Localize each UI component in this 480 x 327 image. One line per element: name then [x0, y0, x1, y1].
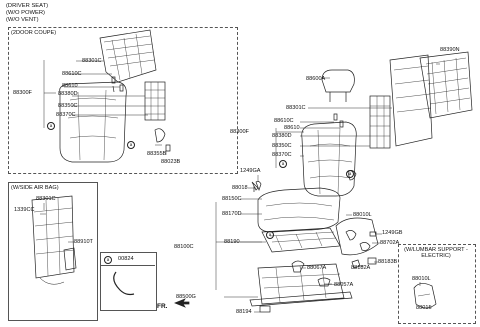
- label-88023b: 88023B: [161, 159, 181, 165]
- label-88370c-main: 88370C: [272, 152, 292, 158]
- cushion-marker-a: a: [266, 231, 274, 239]
- label-88300f-coupe: 88300F: [13, 90, 32, 96]
- label-88010l-lumbar: 88010L: [412, 276, 431, 282]
- label-88010l: 88010L: [353, 212, 372, 218]
- label-88610-coupe: 88610: [62, 83, 78, 89]
- label-88380d-coupe: 88380D: [58, 91, 78, 97]
- part-88702a: [359, 242, 371, 251]
- bolt-1249gb: [369, 231, 377, 237]
- coupe-lumbar-grid: [144, 81, 166, 121]
- label-88355b: 88355B: [147, 151, 167, 157]
- front-arrow: [174, 298, 190, 308]
- part-88183b: [367, 257, 377, 265]
- main-seatback-frame: [389, 54, 433, 147]
- label-88390n: 88390N: [440, 47, 460, 53]
- coupe-panel: [8, 27, 238, 174]
- side-shield: [335, 217, 379, 256]
- label-88610c-coupe: 88610C: [62, 71, 82, 77]
- label-88600a: 88600A: [306, 76, 326, 82]
- bolt-88610-a: [119, 84, 124, 92]
- bolt-1249ga: [251, 181, 259, 191]
- label-88301c-airbag: 88301C: [36, 196, 56, 202]
- label-88910t: 88910T: [74, 239, 93, 245]
- part-88067a: [291, 260, 305, 273]
- label-1339cc: 1339CC: [14, 207, 35, 213]
- legend-part-code: 00824: [118, 256, 134, 262]
- coupe-seatback-frame: [99, 29, 157, 83]
- label-1249ga: 1249GA: [240, 168, 261, 174]
- main-lumbar-grid: [369, 95, 391, 149]
- label-88190: 88190: [224, 239, 240, 245]
- coupe-marker-a-right: a: [127, 141, 135, 149]
- label-88301c-main: 88301C: [286, 105, 306, 111]
- legend-panel: [100, 252, 157, 311]
- rear-panel: [419, 51, 473, 119]
- legend-wire-clip: [113, 271, 135, 296]
- label-88018: 88018: [232, 185, 248, 191]
- label-88350c-main: 88350C: [272, 143, 292, 149]
- main-seatback-cushion: [301, 121, 357, 197]
- lumbar-panel: [398, 244, 476, 324]
- label-88300f-main: 88300F: [230, 129, 249, 135]
- main-marker-a-left: a: [279, 160, 287, 168]
- label-88170d: 88170D: [222, 211, 242, 217]
- airbag-panel: [8, 182, 98, 321]
- seat-cushion: [257, 187, 341, 233]
- lumbar-motor: [413, 283, 437, 309]
- label-88067a: 88067A: [307, 265, 327, 271]
- coupe-knob: [154, 128, 166, 143]
- label-88057a: 88057A: [334, 282, 354, 288]
- label-88182a: 88182A: [351, 265, 371, 271]
- airbag-panel-title: (W/SIDE AIR BAG): [11, 185, 59, 191]
- lumbar-panel-title: (W/LUMBAR SUPPORT - ELECTRIC): [404, 247, 468, 259]
- coupe-seatback-cushion: [59, 81, 127, 163]
- airbag-module: [63, 247, 77, 271]
- bolt-88610c-b: [333, 113, 338, 121]
- label-88100c: 88100C: [174, 244, 194, 250]
- legend-circle-marker: a: [104, 256, 112, 264]
- header-line-1: (DRIVER SEAT): [6, 3, 49, 9]
- header-line-2: (W/O POWER): [6, 10, 45, 16]
- label-88183b: 88183B: [378, 259, 398, 265]
- airbag-seatback-frame: [31, 195, 75, 279]
- part-88194: [259, 305, 271, 313]
- part-88018: [255, 180, 262, 192]
- legend-divider: [100, 265, 155, 266]
- label-88301c-coupe: 88301C: [82, 58, 102, 64]
- label-88500g: 88500G: [176, 294, 196, 300]
- bolt-88610-b: [339, 120, 344, 128]
- part-88057a: [317, 277, 331, 287]
- label-88380d-main: 88380D: [272, 133, 292, 139]
- label-88370c-coupe: 88370C: [56, 112, 76, 118]
- front-label: FR.: [157, 303, 168, 310]
- header-line-3: (W/O VENT): [6, 17, 39, 23]
- label-88610c-main: 88610C: [274, 118, 294, 124]
- label-88702a: 88702A: [380, 240, 400, 246]
- coupe-marker-a-left: a: [47, 122, 55, 130]
- main-marker-a-right: a: [346, 170, 354, 178]
- label-88015: 88015: [416, 305, 432, 311]
- label-88150c: 88150C: [222, 196, 242, 202]
- coupe-panel-title: (2DOOR COUPE): [11, 30, 57, 36]
- label-88610-main: 88610: [284, 125, 300, 131]
- label-1249gb: 1249GB: [382, 230, 403, 236]
- headrest: [321, 69, 355, 93]
- label-88350c-coupe: 88350C: [58, 103, 78, 109]
- label-88194: 88194: [236, 309, 252, 315]
- seat-track-frame: [257, 263, 345, 305]
